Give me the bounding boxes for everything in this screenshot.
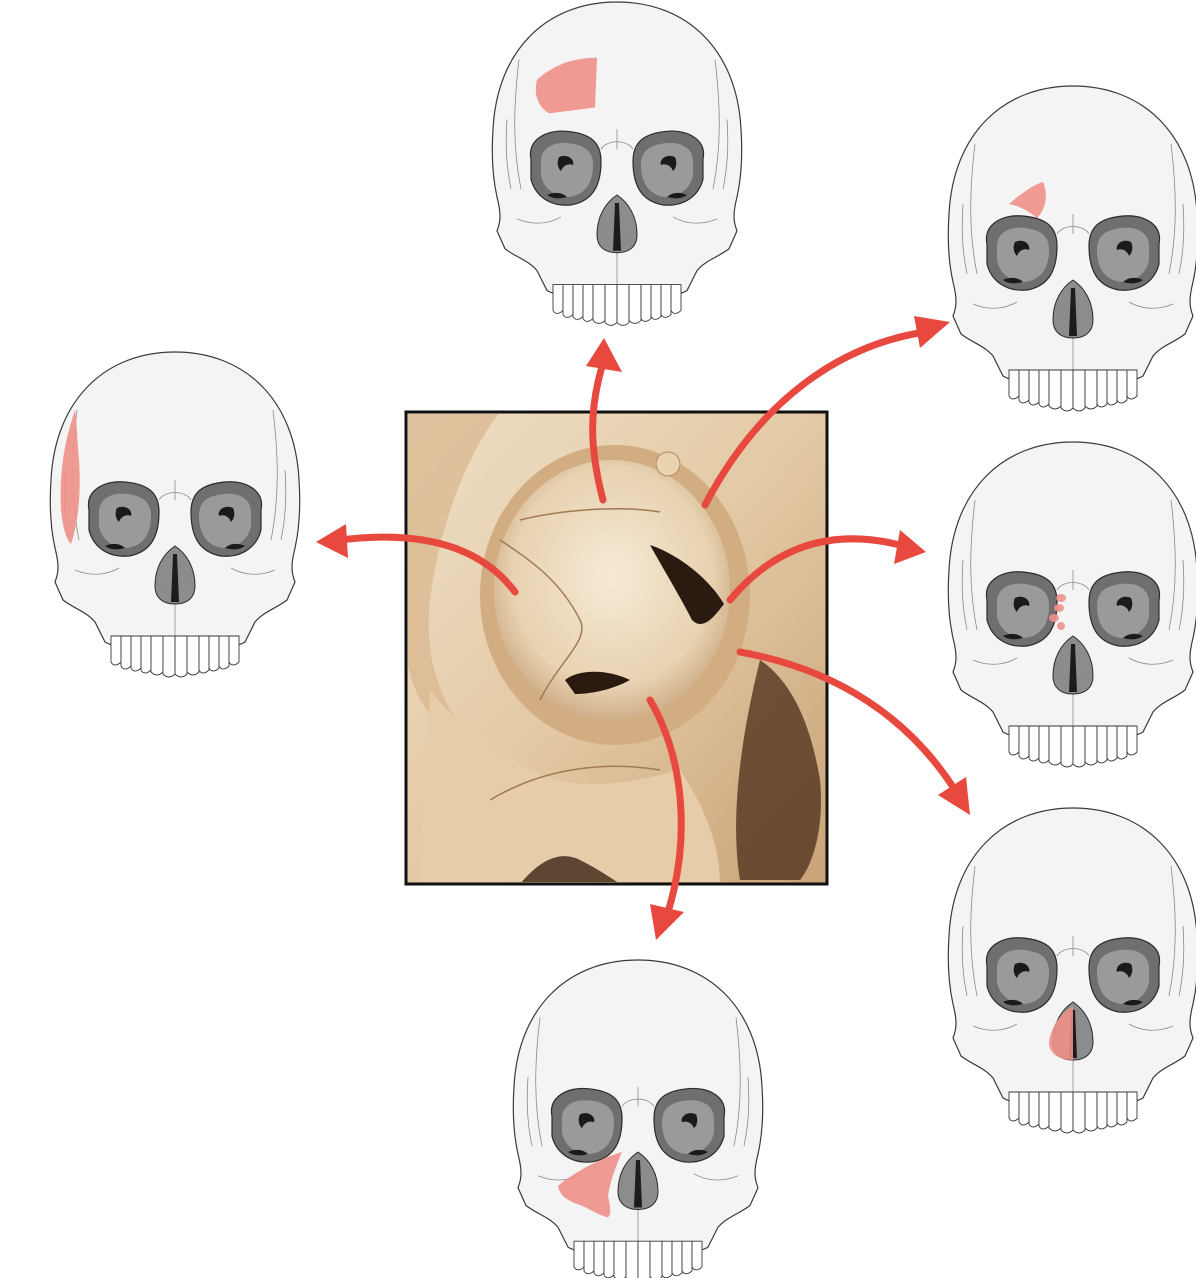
arrow-to-ethmoid (726, 535, 904, 604)
arrow-to-lacrimal-head (316, 524, 348, 558)
maxilla-highlight (1049, 1006, 1073, 1060)
arrow-to-zygomatic-head (650, 904, 684, 940)
arrow-to-frontal (589, 356, 608, 504)
skull-zygomatic (512, 959, 764, 1278)
orbit-closeup-image (404, 410, 829, 886)
skull-sphenoid (947, 85, 1196, 412)
arrow-to-maxilla (736, 648, 959, 794)
skull-lacrimal (49, 351, 301, 678)
sphenoid-highlight (1009, 182, 1046, 218)
arrow-to-frontal-head (586, 338, 622, 372)
lacrimal-highlight (60, 410, 80, 544)
ethmoid-highlight (1049, 594, 1066, 630)
arrows (316, 316, 970, 940)
zygomatic-highlight (558, 1152, 622, 1218)
skull-frontal (491, 1, 743, 326)
arrow-to-maxilla-head (938, 777, 970, 815)
arrow-to-sphenoid (701, 328, 929, 509)
arrow-to-ethmoid-head (894, 530, 926, 564)
skull-ethmoid (947, 441, 1196, 768)
frontal-highlight (535, 57, 597, 114)
arrow-to-lacrimal (336, 533, 519, 596)
arrow-to-sphenoid-head (914, 316, 950, 348)
arrow-to-zygomatic (646, 696, 685, 916)
skull-maxilla (947, 807, 1196, 1134)
